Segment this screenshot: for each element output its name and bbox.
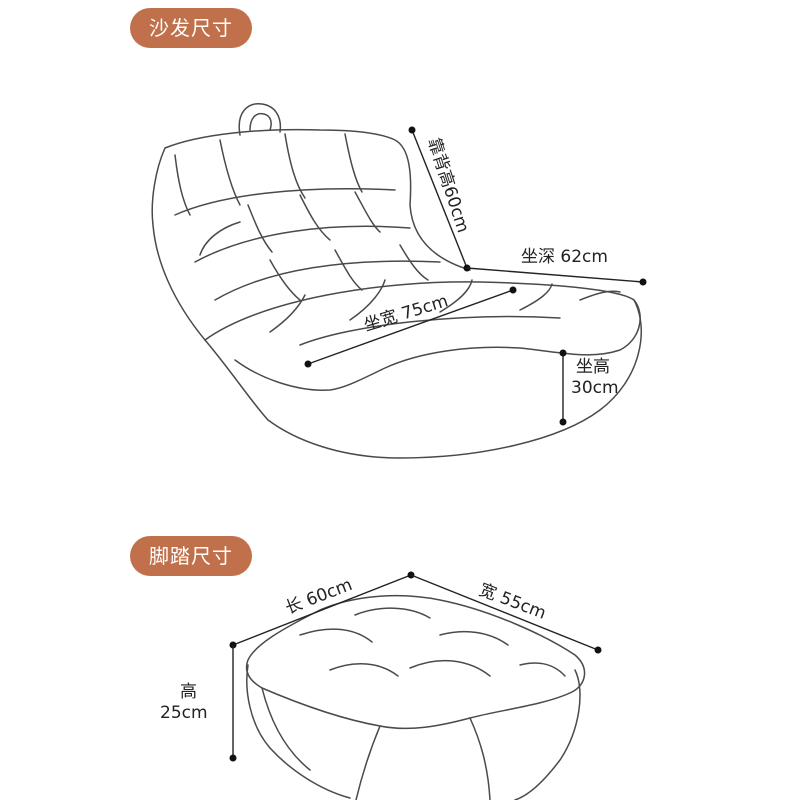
seat-height-label-line1: 坐高 [576,357,610,377]
ottoman-width-label: 宽 55cm [476,580,548,624]
sofa-seat-depth-dimension: 坐深 62cm [466,247,647,286]
ottoman-illustration [245,594,586,800]
ottoman-length-label: 长 60cm [283,575,355,619]
sofa-seat-outline [204,281,641,391]
ottoman-height-dimension: 高 25cm [160,645,237,762]
ottoman-width-dimension: 宽 55cm [410,574,602,654]
sofa-seat-width-dimension: 坐宽 75cm [304,286,517,368]
ottoman-length-dimension: 长 60cm [229,571,415,649]
sofa-back-height-dimension: 靠背高60cm [408,126,473,272]
sofa-seat-height-dimension: 坐高 30cm [559,349,619,426]
ottoman-height-label-line1: 高 [180,682,197,702]
ottoman-size-badge: 脚踏尺寸 [130,536,252,576]
seat-depth-label: 坐深 62cm [521,247,608,267]
ottoman-height-label-line2: 25cm [160,703,208,723]
sofa-size-badge: 沙发尺寸 [130,8,252,48]
sofa-backrest-outline [151,128,471,421]
sofa-handle [238,103,282,136]
seat-height-label-line2: 30cm [571,378,619,398]
sofa-illustration [151,103,642,459]
ottoman-side-outline [246,664,351,799]
ottoman-top-outline [245,594,586,730]
